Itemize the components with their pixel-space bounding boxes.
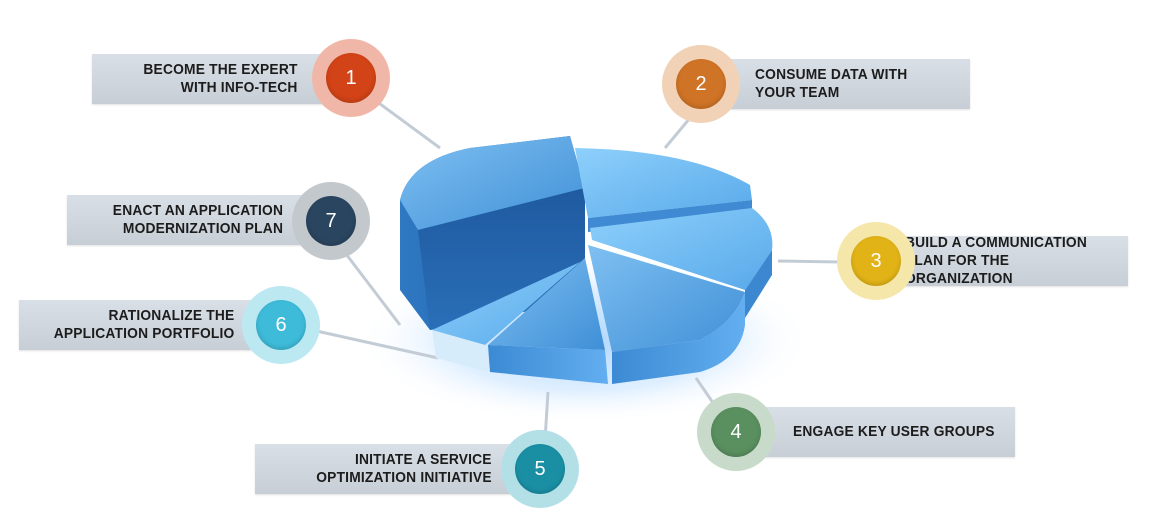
step-2-badge: 2 <box>676 59 726 109</box>
step-6-badge-halo: 6 <box>242 286 320 364</box>
step-4-text: ENGAGE KEY USER GROUPS <box>793 423 995 440</box>
step-5-badge-halo: 5 <box>501 430 579 508</box>
step-1-badge-halo: 1 <box>312 39 390 117</box>
step-5-badge: 5 <box>515 444 565 494</box>
step-2-badge-halo: 2 <box>662 45 740 123</box>
step-7-badge-halo: 7 <box>292 182 370 260</box>
step-4-badge: 4 <box>711 407 761 457</box>
step-7-badge: 7 <box>306 196 356 246</box>
step-1-badge: 1 <box>326 53 376 103</box>
step-4-label-box: ENGAGE KEY USER GROUPS <box>740 407 1015 457</box>
step-3-badge: 3 <box>851 236 901 286</box>
step-3-badge-halo: 3 <box>837 222 915 300</box>
step-4-badge-halo: 4 <box>697 393 775 471</box>
step-6-badge: 6 <box>256 300 306 350</box>
